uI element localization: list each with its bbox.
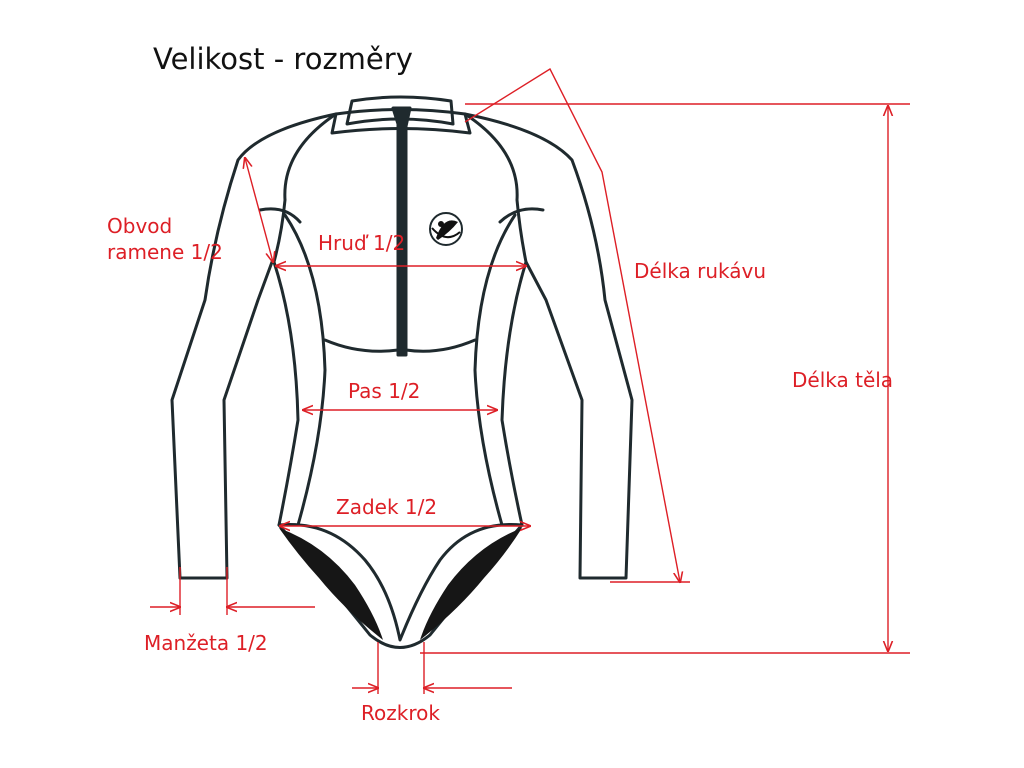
label-shoulder-line1: Obvod bbox=[107, 214, 173, 238]
torso-right bbox=[463, 112, 528, 527]
bottom-outline bbox=[277, 522, 524, 649]
bust-seam-left bbox=[323, 338, 400, 353]
right-leg-insert bbox=[420, 528, 522, 640]
collar bbox=[345, 95, 455, 126]
sleeve-length-line bbox=[464, 68, 680, 582]
bust-seam-right bbox=[404, 338, 477, 353]
swimsuit-outline bbox=[170, 95, 634, 649]
label-cuff: Manžeta 1/2 bbox=[144, 631, 268, 655]
left-sleeve bbox=[170, 112, 338, 580]
label-shoulder: Obvod ramene 1/2 bbox=[107, 213, 223, 265]
label-chest: Hruď 1/2 bbox=[318, 231, 406, 255]
label-hips: Zadek 1/2 bbox=[336, 495, 438, 519]
side-panel-right bbox=[473, 213, 517, 527]
left-sleeve-inner bbox=[258, 207, 302, 224]
label-sleeve-length: Délka rukávu bbox=[634, 259, 767, 283]
torso-left bbox=[272, 112, 338, 527]
label-waist: Pas 1/2 bbox=[348, 379, 421, 403]
shoulder-arrow bbox=[245, 158, 273, 262]
label-crotch: Rozkrok bbox=[361, 701, 440, 725]
brand-logo-icon bbox=[429, 212, 463, 246]
page-title: Velikost - rozměry bbox=[153, 42, 413, 76]
annotations bbox=[150, 68, 910, 694]
right-sleeve-inner bbox=[498, 207, 545, 224]
label-body-length: Délka těla bbox=[792, 368, 894, 392]
zipper-top bbox=[391, 106, 412, 142]
right-sleeve bbox=[463, 112, 634, 580]
label-shoulder-line2: ramene 1/2 bbox=[107, 240, 223, 264]
left-leg-insert bbox=[279, 528, 383, 640]
collar-base bbox=[330, 108, 472, 135]
side-panel-left bbox=[283, 213, 327, 527]
